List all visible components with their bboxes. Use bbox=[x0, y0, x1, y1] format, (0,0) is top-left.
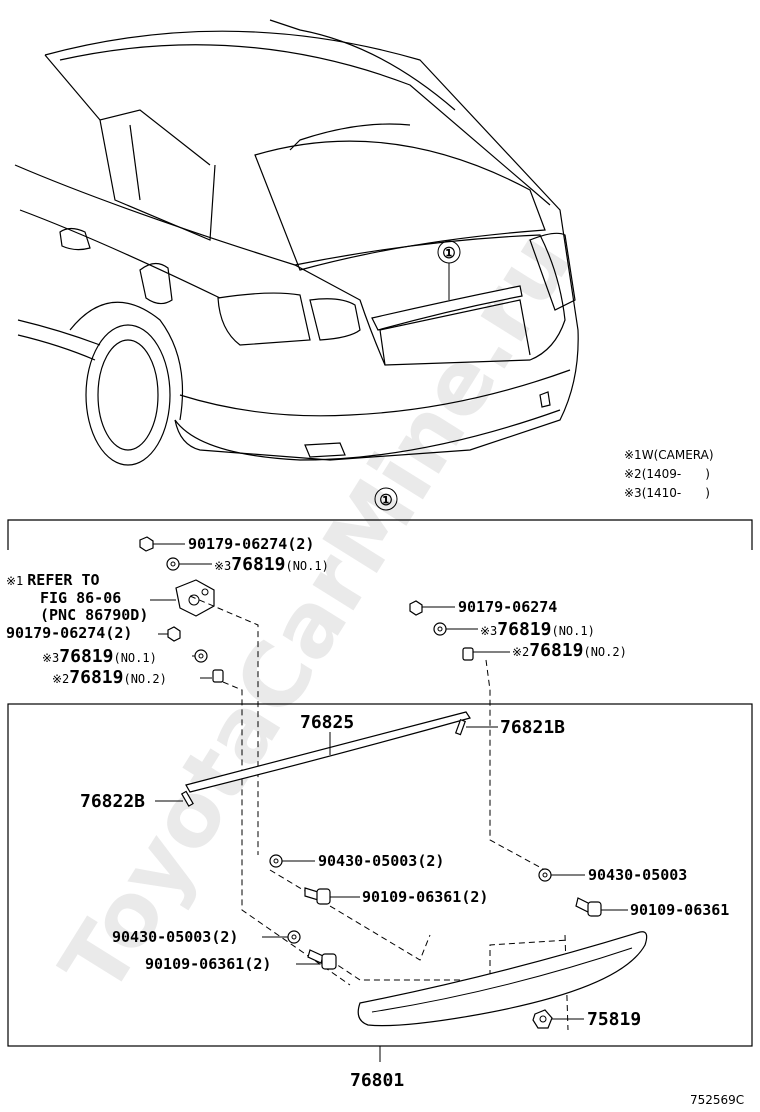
part-76819-left-suffix: (NO.1) bbox=[113, 651, 156, 665]
legend-2-mark: ※2 bbox=[624, 467, 642, 481]
svg-text:※376819(NO.1): ※376819(NO.1) bbox=[42, 646, 157, 667]
reference-line-2: FIG 86-06 bbox=[40, 589, 121, 607]
svg-text:90430-05003: 90430-05003 bbox=[588, 866, 687, 884]
part-90179-top: 90179-06274 bbox=[188, 535, 287, 553]
reference-mark: ※1 bbox=[6, 574, 23, 588]
part-76819-no2-left-mark: ※2 bbox=[52, 672, 69, 686]
part-76819-no2-left: 76819 bbox=[69, 667, 123, 688]
svg-text:90179-06274(2): 90179-06274(2) bbox=[188, 535, 314, 553]
legend-1-text: W(CAMERA) bbox=[642, 448, 714, 462]
reference-line-3: (PNC 86790D) bbox=[40, 606, 148, 624]
callout-marker-header: ① bbox=[379, 491, 392, 509]
part-76819-top: 76819 bbox=[231, 554, 285, 575]
part-76819-right: 76819 bbox=[497, 619, 551, 640]
svg-text:※1W(CAMERA): ※1W(CAMERA) bbox=[624, 448, 714, 462]
legend: ※1W(CAMERA) ※2(1409- ) ※3(1410- ) bbox=[624, 448, 714, 500]
part-90179-left-qty: (2) bbox=[105, 624, 132, 642]
svg-text:90109-06361(2): 90109-06361(2) bbox=[362, 888, 488, 906]
svg-text:90109-06361(2): 90109-06361(2) bbox=[145, 955, 271, 973]
part-90179-right: 90179-06274 bbox=[458, 598, 557, 616]
part-90109-right: 90109-06361 bbox=[630, 901, 729, 919]
part-90109-mid: 90109-06361 bbox=[362, 888, 461, 906]
legend-3-mark: ※3 bbox=[624, 486, 642, 500]
part-76819-no2-right: 76819 bbox=[529, 640, 583, 661]
part-90179-left: 90179-06274 bbox=[6, 624, 105, 642]
part-76822B: 76822B bbox=[80, 791, 145, 812]
reference-line-1: REFER TO bbox=[27, 571, 99, 589]
group-bracket bbox=[7, 519, 753, 550]
part-76819-right-suffix: (NO.1) bbox=[551, 624, 594, 638]
part-76825: 76825 bbox=[300, 712, 354, 733]
part-76819-right-mark: ※3 bbox=[480, 624, 497, 638]
svg-text:※276819(NO.2): ※276819(NO.2) bbox=[512, 640, 627, 661]
part-76819-no2-left-suffix: (NO.2) bbox=[123, 672, 166, 686]
vehicle-illustration bbox=[14, 19, 579, 466]
part-90109-left: 90109-06361 bbox=[145, 955, 244, 973]
svg-text:※2(1409- ): ※2(1409- ) bbox=[624, 467, 710, 481]
svg-text:90430-05003(2): 90430-05003(2) bbox=[112, 928, 238, 946]
part-76819-top-mark: ※3 bbox=[214, 559, 231, 573]
legend-2-text: (1409- ) bbox=[642, 467, 710, 481]
svg-text:90430-05003(2): 90430-05003(2) bbox=[318, 852, 444, 870]
svg-text:※376819(NO.1): ※376819(NO.1) bbox=[214, 554, 329, 575]
part-76819-left-mark: ※3 bbox=[42, 651, 59, 665]
part-90179-top-qty: (2) bbox=[287, 535, 314, 553]
part-90430-left-qty: (2) bbox=[211, 928, 238, 946]
svg-text:※3(1410- ): ※3(1410- ) bbox=[624, 486, 710, 500]
part-76819-top-suffix: (NO.1) bbox=[285, 559, 328, 573]
part-90109-mid-qty: (2) bbox=[461, 888, 488, 906]
part-76819-no2-right-mark: ※2 bbox=[512, 645, 529, 659]
callout-marker-vehicle: ① bbox=[442, 244, 455, 262]
svg-text:90179-06274: 90179-06274 bbox=[458, 598, 557, 616]
svg-text:90109-06361: 90109-06361 bbox=[630, 901, 729, 919]
part-90430-mid-qty: (2) bbox=[417, 852, 444, 870]
svg-text:90179-06274(2): 90179-06274(2) bbox=[6, 624, 132, 642]
part-90109-left-qty: (2) bbox=[244, 955, 271, 973]
part-75819: 75819 bbox=[587, 1009, 641, 1030]
part-90430-left: 90430-05003 bbox=[112, 928, 211, 946]
figure-code: 752569C bbox=[690, 1093, 744, 1107]
svg-text:※276819(NO.2): ※276819(NO.2) bbox=[52, 667, 167, 688]
part-76801: 76801 bbox=[350, 1070, 404, 1091]
legend-3-text: (1410- ) bbox=[642, 486, 710, 500]
part-76821B: 76821B bbox=[500, 717, 565, 738]
part-76819-no2-right-suffix: (NO.2) bbox=[583, 645, 626, 659]
svg-text:※376819(NO.1): ※376819(NO.1) bbox=[480, 619, 595, 640]
part-76819-left: 76819 bbox=[59, 646, 113, 667]
legend-1-mark: ※1 bbox=[624, 448, 642, 462]
part-90430-right: 90430-05003 bbox=[588, 866, 687, 884]
part-90430-mid: 90430-05003 bbox=[318, 852, 417, 870]
